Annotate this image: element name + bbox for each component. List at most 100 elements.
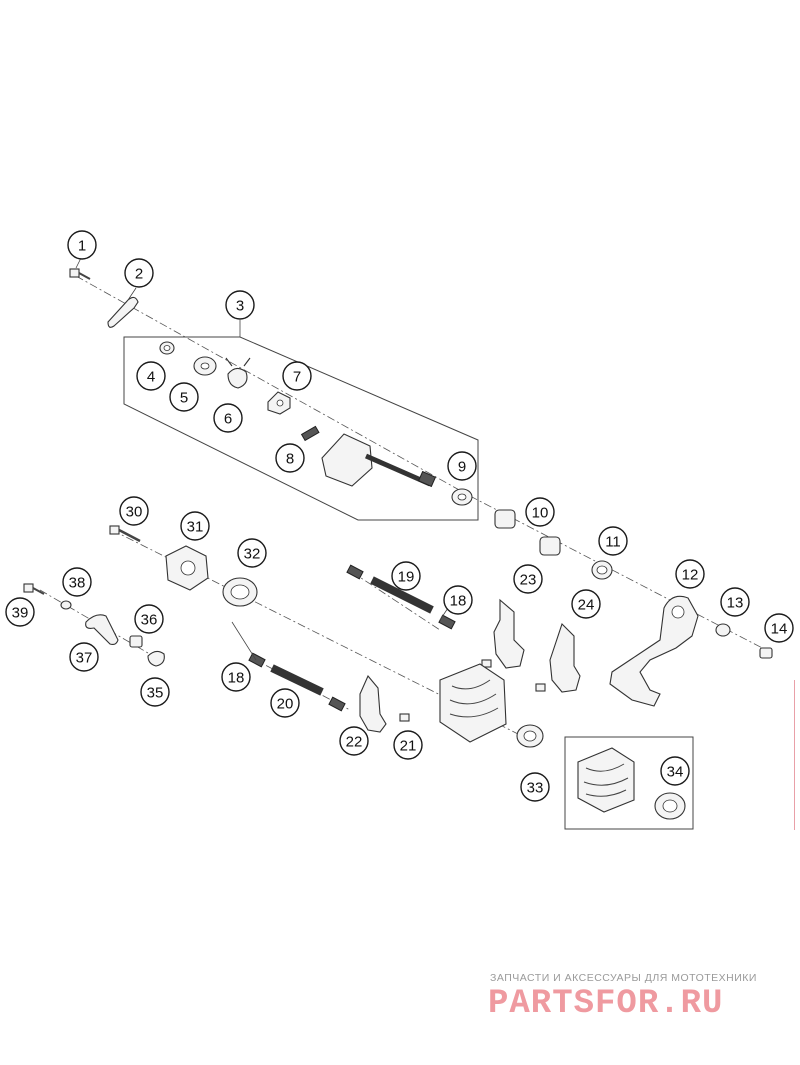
callout-number: 4 bbox=[147, 369, 155, 386]
callout-number: 1 bbox=[78, 238, 86, 255]
callout-30: 30 bbox=[119, 496, 149, 526]
callout-circle bbox=[520, 772, 550, 802]
callout-circle bbox=[675, 559, 705, 589]
callout-7: 7 bbox=[282, 361, 312, 391]
callout-22: 22 bbox=[339, 726, 369, 756]
callout-circle bbox=[270, 688, 300, 718]
callout-circle bbox=[275, 443, 305, 473]
callout-circle bbox=[69, 642, 99, 672]
callout-31: 31 bbox=[180, 511, 210, 541]
callout-circle bbox=[447, 451, 477, 481]
part-bolt-14 bbox=[759, 647, 773, 659]
callout-18: 18 bbox=[443, 585, 473, 615]
part-fork-22 bbox=[359, 674, 387, 733]
callout-circle bbox=[391, 561, 421, 591]
part-circlip-4 bbox=[159, 341, 175, 355]
callout-34: 34 bbox=[660, 756, 690, 786]
callout-circle bbox=[598, 526, 628, 556]
callout-circle bbox=[62, 567, 92, 597]
part-bearing-32 bbox=[222, 577, 258, 607]
part-spring-8 bbox=[300, 425, 320, 442]
part-bushing-10 bbox=[494, 509, 561, 556]
callout-circle bbox=[764, 613, 794, 643]
callout-circle bbox=[720, 587, 750, 617]
callout-32: 32 bbox=[237, 538, 267, 568]
callout-number: 14 bbox=[771, 621, 788, 638]
callout-1: 1 bbox=[67, 230, 97, 260]
callout-leaders bbox=[75, 255, 449, 661]
callout-number: 22 bbox=[346, 734, 363, 751]
part-fork-24 bbox=[535, 622, 581, 693]
callout-number: 20 bbox=[277, 696, 294, 713]
callout-circle bbox=[169, 382, 199, 412]
part-rail-19 bbox=[346, 564, 456, 630]
callout-24: 24 bbox=[571, 589, 601, 619]
callout-circle bbox=[136, 361, 166, 391]
callout-circle bbox=[237, 538, 267, 568]
part-shift-lever-12 bbox=[609, 595, 699, 707]
callout-circle bbox=[140, 677, 170, 707]
callout-circle bbox=[660, 756, 690, 786]
callout-number: 31 bbox=[187, 519, 204, 536]
callout-number: 18 bbox=[450, 593, 467, 610]
callout-number: 30 bbox=[126, 504, 143, 521]
callout-number: 33 bbox=[527, 780, 544, 797]
callout-number: 32 bbox=[244, 546, 261, 563]
callout-circle bbox=[525, 497, 555, 527]
part-lever-2 bbox=[107, 296, 139, 328]
callout-number: 19 bbox=[398, 569, 415, 586]
callout-number: 7 bbox=[293, 369, 301, 386]
callout-number: 37 bbox=[76, 650, 93, 667]
part-guide-7 bbox=[267, 391, 291, 415]
callout-39: 39 bbox=[5, 597, 35, 627]
callout-number: 13 bbox=[727, 595, 744, 612]
callout-number: 18 bbox=[228, 670, 245, 687]
callout-circle bbox=[393, 730, 423, 760]
callout-circle bbox=[443, 585, 473, 615]
part-bolt-1 bbox=[69, 268, 91, 280]
callout-13: 13 bbox=[720, 587, 750, 617]
watermark-logo: PARTSFOR.RU bbox=[488, 985, 724, 1023]
assembly-33-frame bbox=[564, 736, 694, 830]
part-shift-shaft bbox=[321, 433, 437, 488]
part-bolt-39 bbox=[23, 583, 45, 595]
axis-lines bbox=[39, 275, 771, 741]
callout-number: 38 bbox=[69, 575, 86, 592]
edge-mark bbox=[794, 680, 795, 830]
part-washer-9 bbox=[451, 488, 473, 506]
part-bolt-30 bbox=[109, 525, 141, 543]
callout-21: 21 bbox=[393, 730, 423, 760]
callout-12: 12 bbox=[675, 559, 705, 589]
callout-number: 10 bbox=[532, 505, 549, 522]
part-washer-5 bbox=[193, 356, 217, 376]
callout-number: 9 bbox=[458, 459, 466, 476]
callout-37: 37 bbox=[69, 642, 99, 672]
callout-4: 4 bbox=[136, 361, 166, 391]
part-lever-37 bbox=[85, 614, 119, 646]
callout-number: 3 bbox=[236, 298, 244, 315]
part-bearing-34 bbox=[654, 792, 686, 820]
callout-8: 8 bbox=[275, 443, 305, 473]
part-washer-38 bbox=[60, 600, 72, 610]
callout-9: 9 bbox=[447, 451, 477, 481]
callout-circle bbox=[119, 496, 149, 526]
callout-19: 19 bbox=[391, 561, 421, 591]
callout-circle bbox=[124, 258, 154, 288]
part-fork-23 bbox=[481, 598, 525, 669]
callout-18: 18 bbox=[221, 662, 251, 692]
callout-38: 38 bbox=[62, 567, 92, 597]
callout-circle bbox=[221, 662, 251, 692]
callout-circle bbox=[282, 361, 312, 391]
callout-circle bbox=[67, 230, 97, 260]
callout-circle bbox=[180, 511, 210, 541]
callout-20: 20 bbox=[270, 688, 300, 718]
callout-35: 35 bbox=[140, 677, 170, 707]
callout-11: 11 bbox=[598, 526, 628, 556]
part-spring-6 bbox=[225, 357, 251, 389]
callout-circle bbox=[225, 290, 255, 320]
callout-circle bbox=[571, 589, 601, 619]
callout-number: 23 bbox=[520, 572, 537, 589]
callout-number: 24 bbox=[578, 597, 595, 614]
